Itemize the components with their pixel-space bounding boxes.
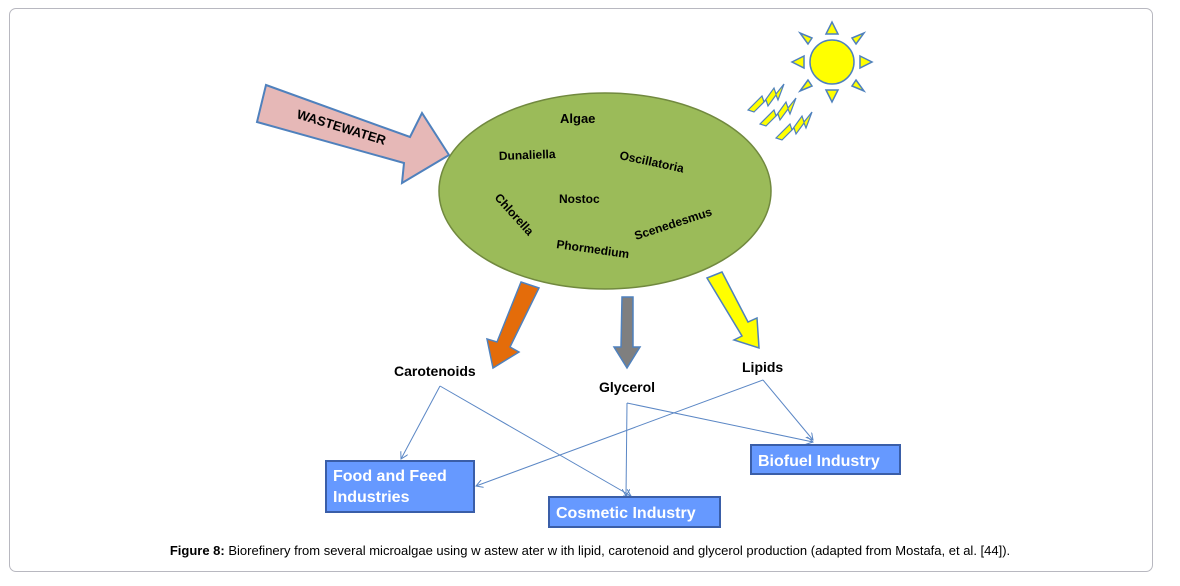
product-lipids: Lipids xyxy=(742,359,783,375)
species-dunaliella: Dunaliella xyxy=(499,147,556,163)
glycerol-arrow xyxy=(612,296,642,370)
species-nostoc: Nostoc xyxy=(559,192,600,206)
industry-biofuel: Biofuel Industry xyxy=(750,444,901,475)
connectors xyxy=(401,379,813,496)
industry-cosmetic: Cosmetic Industry xyxy=(548,496,721,528)
link-glycerol-cosmetic xyxy=(626,402,627,496)
algae-ellipse-shape xyxy=(438,92,772,290)
figure-frame xyxy=(9,8,1153,572)
link-lipids-food xyxy=(476,379,764,486)
industry-food-feed: Food and Feed Industries xyxy=(325,460,475,513)
caption-prefix: Figure 8: xyxy=(169,543,225,558)
algae-title: Algae xyxy=(560,111,595,126)
lightning-bolts-icon xyxy=(746,83,813,141)
wastewater-arrow: WASTEWATER xyxy=(255,83,451,185)
link-carotenoids-cosmetic xyxy=(439,385,631,496)
link-lipids-biofuel xyxy=(762,379,813,440)
sun-icon xyxy=(790,20,874,104)
algae-ellipse: Algae Dunaliella Oscillatoria Nostoc Chl… xyxy=(438,92,772,290)
industry-cosmetic-label: Cosmetic Industry xyxy=(556,505,696,522)
figure-caption: Figure 8: Biorefinery from several micro… xyxy=(0,543,1180,558)
link-carotenoids-food xyxy=(401,385,441,459)
product-glycerol: Glycerol xyxy=(599,379,655,395)
link-glycerol-biofuel xyxy=(626,402,813,442)
industry-food-feed-line1: Food and Feed xyxy=(333,468,447,485)
lipids-arrow xyxy=(705,271,760,350)
industry-food-feed-line2: Industries xyxy=(333,489,410,506)
product-carotenoids: Carotenoids xyxy=(394,363,476,379)
wastewater-arrow-shape xyxy=(255,83,451,185)
industry-biofuel-label: Biofuel Industry xyxy=(758,453,880,470)
caption-text: Biorefinery from several microalgae usin… xyxy=(224,543,1011,558)
carotenoids-arrow xyxy=(486,281,541,370)
